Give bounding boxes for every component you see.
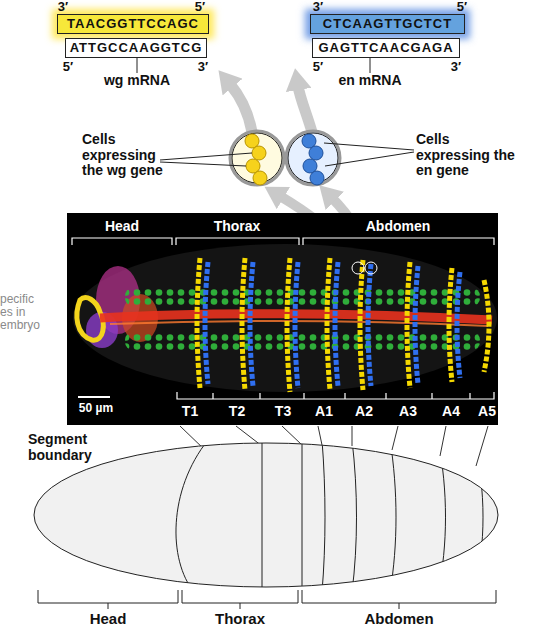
segment-label: T2 [229, 404, 245, 420]
cell-label: Cells expressing the wg gene [82, 132, 180, 179]
cell-label: Cells expressing the en gene [416, 132, 520, 179]
sequence-text: ATTGCCAAGGTCG [70, 40, 203, 55]
strand-end: 3′ [313, 0, 323, 15]
strand-end: 3′ [58, 0, 68, 15]
strand-end: 5′ [195, 0, 205, 15]
region-label: Thorax [214, 219, 261, 235]
caption-fragment: pecific [0, 293, 34, 306]
segment-label: A2 [355, 404, 373, 420]
strand-end: 5′ [457, 0, 467, 15]
sequence-text: TAACGGTTCCAGC [67, 16, 199, 31]
region-label: Head [90, 611, 127, 628]
sequence-box: GAGTTCAACGAGA [312, 38, 460, 58]
scale-label: 50 µm [79, 402, 113, 415]
caption-fragment: embryo [0, 319, 40, 332]
strand-end: 5′ [313, 60, 323, 75]
leader-line [370, 58, 371, 73]
callout-label: Segment boundary [28, 432, 124, 463]
strand-end: 5′ [63, 60, 73, 75]
cell-magnifier [230, 131, 340, 185]
segment-label: A3 [399, 404, 417, 420]
sequence-box: ATTGCCAAGGTCG [65, 38, 207, 58]
sequence-text: CTCAAGTTGCTCT [323, 16, 452, 31]
segment-label: T1 [182, 404, 198, 420]
caption-fragment: es in [0, 306, 25, 319]
segment-label: A4 [442, 404, 460, 420]
sequence-box: CTCAAGTTGCTCT [310, 14, 465, 34]
strand-end: 3′ [198, 60, 208, 75]
segment-label: A5 [478, 404, 496, 420]
embryo-schematic [34, 440, 498, 609]
mrna-label: wg mRNA [104, 73, 170, 89]
segment-label: A1 [315, 404, 333, 420]
region-label: Abdomen [366, 219, 431, 235]
mrna-label: en mRNA [338, 73, 401, 89]
leader-lines [160, 143, 414, 166]
sequence-text: GAGTTCAACGAGA [318, 40, 453, 55]
embryo-photo [67, 213, 498, 425]
leader-line [137, 58, 138, 73]
strand-end: 3′ [451, 60, 461, 75]
segment-label: T3 [275, 404, 291, 420]
sequence-box: TAACGGTTCCAGC [57, 14, 209, 34]
region-label: Thorax [215, 611, 265, 628]
region-label: Head [105, 219, 139, 235]
region-label: Abdomen [364, 611, 433, 628]
